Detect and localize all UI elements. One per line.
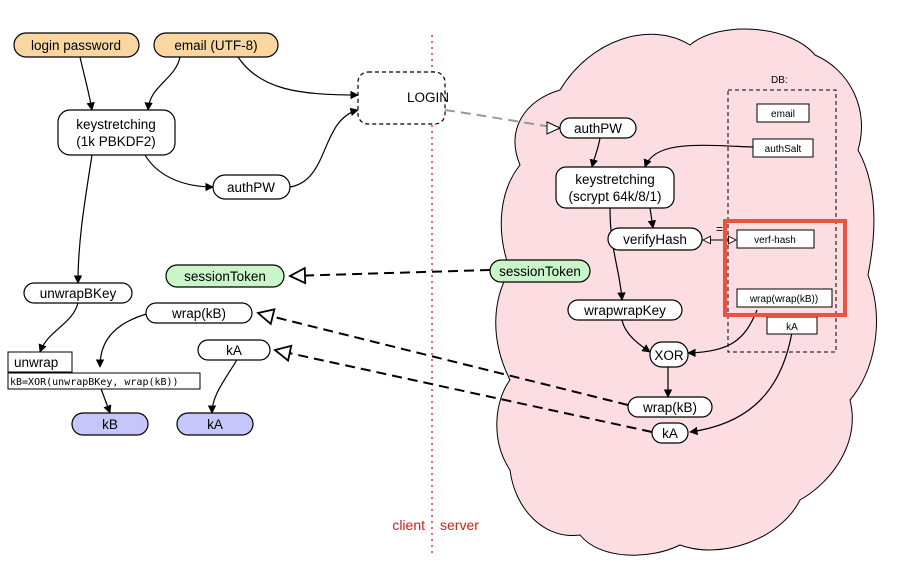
- unwrap-title-box: [7, 351, 73, 373]
- login-password-label: login password: [31, 38, 121, 53]
- unwrap-title-label: unwrap: [14, 355, 58, 370]
- edge-keystretching-to-unwrapbkey: [73, 154, 93, 284]
- kb-result-node: [71, 412, 149, 436]
- authpw-server-node: [559, 117, 637, 139]
- login-arrowhead: [546, 121, 562, 135]
- edge-wrapwrapkey-to-xor: [621, 319, 651, 353]
- ka-result-node: [176, 412, 254, 436]
- highlight-box: [723, 219, 847, 317]
- edge-ka-to-ka-result: [207, 357, 239, 414]
- edge-login-to-authpw-server: [444, 109, 559, 129]
- edge-sessiontoken-to-client: [290, 270, 491, 276]
- edge-authpw-to-keystretching-server: [589, 137, 601, 168]
- client-label: client: [392, 517, 425, 533]
- wrapwrapkey-node: [567, 299, 683, 321]
- db-authsalt-label: authSalt: [765, 144, 802, 155]
- verifyhash-label: verifyHash: [623, 232, 687, 247]
- ka-client-label: kA: [226, 343, 242, 358]
- wrap-kb-client-node: [145, 302, 253, 324]
- db-wrap-wrap-kb-field: [736, 288, 833, 308]
- ka-server-label: kA: [662, 426, 678, 441]
- edge-dbka-to-ka-server: [689, 331, 793, 436]
- keystretching-server-label-1: keystretching: [575, 172, 655, 187]
- authpw-server-label: authPW: [574, 121, 622, 136]
- login-password-node: [13, 32, 140, 58]
- ka-server-node: [651, 422, 689, 444]
- kb-result-label: kB: [102, 417, 118, 432]
- edge-wrapkb-to-kb: [95, 312, 151, 368]
- ka-client-node: [197, 339, 271, 361]
- unwrapbkey-label: unwrapBKey: [40, 286, 117, 301]
- equals-glyph: =: [716, 222, 723, 236]
- wrap-kb-server-node: [627, 396, 713, 418]
- db-ka-label: kA: [786, 322, 798, 333]
- edge-keystretching-to-wrapwrapkey: [609, 207, 626, 301]
- session-token-server-node: [489, 259, 591, 283]
- edge-authpw-to-login: [289, 107, 359, 188]
- wrap-kb-client-label: wrap(kB): [171, 306, 226, 321]
- keystretching-server-node: [555, 166, 675, 209]
- db-authsalt-field: [752, 138, 814, 158]
- db-wrap-wrap-kb-label: wrap(wrap(kB)): [749, 294, 818, 305]
- unwrap-formula-box: [7, 372, 201, 390]
- server-label: server: [440, 517, 479, 533]
- db-email-field: [756, 103, 810, 123]
- session-token-server-label: sessionToken: [499, 264, 581, 279]
- db-email-label: email: [771, 109, 795, 120]
- session-token-client-node: [165, 264, 285, 288]
- db-verf-hash-label: verf-hash: [754, 235, 796, 246]
- xor-node: [649, 341, 689, 368]
- verifyhash-node: [607, 227, 703, 251]
- db-label: DB:: [771, 75, 788, 86]
- edge-authsalt-to-keystretching-server: [643, 144, 754, 168]
- unwrap-formula-label: kB=XOR(unwrapBKey, wrap(kB)): [10, 377, 179, 388]
- email-label: email (UTF-8): [174, 38, 257, 53]
- edge-wrapwrapkb-to-xor: [687, 309, 758, 358]
- keystretching-client-label-1: keystretching: [76, 117, 156, 132]
- wrap-kb-server-label: wrap(kB): [642, 400, 697, 415]
- edge-unwrap-to-kb: [99, 385, 112, 414]
- edge-keystretching-to-authpw: [144, 154, 214, 192]
- keystretching-client-label-2: (1k PBKDF2): [76, 134, 156, 149]
- xor-label: XOR: [654, 348, 684, 363]
- edge-unwrapbkey-to-unwrap: [38, 302, 79, 353]
- edge-password-to-keystretching: [79, 56, 95, 111]
- email-node: [153, 32, 279, 58]
- keystretching-server-label-2: (scrypt 64k/8/1): [568, 189, 661, 204]
- edge-keystretching-to-verifyhash: [647, 207, 657, 229]
- edge-email-to-login: [237, 56, 359, 100]
- session-token-client-label: sessionToken: [184, 269, 266, 284]
- login-label: LOGIN: [407, 90, 449, 105]
- unwrapbkey-node: [23, 282, 133, 304]
- keystretching-client-node: [57, 109, 176, 156]
- db-verf-hash-field: [736, 229, 815, 249]
- ka-result-label: kA: [207, 417, 223, 432]
- login-node: [357, 71, 446, 125]
- edge-ka-to-client: [275, 350, 653, 433]
- authpw-client-label: authPW: [227, 180, 275, 195]
- authpw-client-node: [212, 174, 291, 200]
- wrapwrapkey-label: wrapwrapKey: [583, 303, 666, 318]
- edge-email-to-keystretching: [144, 56, 181, 111]
